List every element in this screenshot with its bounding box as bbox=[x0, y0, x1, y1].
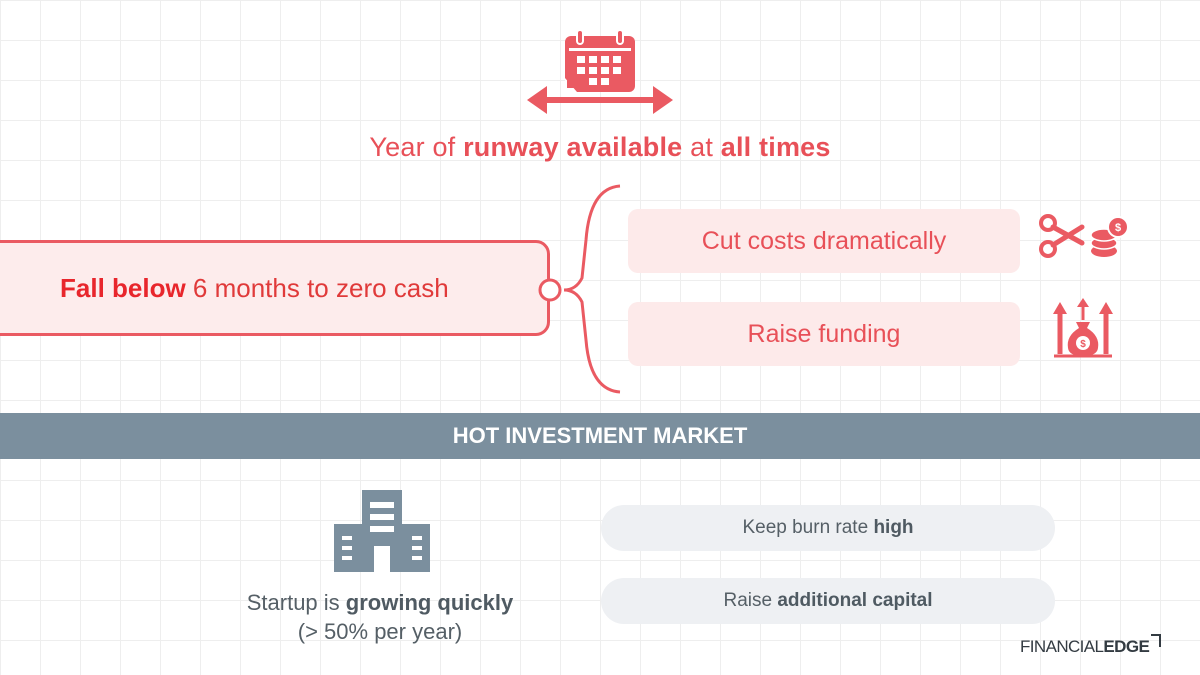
action-raise-funding: Raise funding bbox=[628, 302, 1020, 366]
trigger-text: Fall below 6 months to zero cash bbox=[60, 273, 449, 303]
startup-status: Startup is growing quickly bbox=[246, 590, 514, 615]
financial-edge-logo: FINANCIALEDGE bbox=[1020, 637, 1150, 656]
branch-connector bbox=[538, 184, 621, 394]
runway-headline: Year of runway available at all times bbox=[369, 132, 831, 162]
logo-corner-icon bbox=[1151, 634, 1161, 647]
action-cut-costs: Cut costs dramatically bbox=[628, 209, 1020, 273]
calendar-runway-icon bbox=[527, 29, 673, 114]
response-raise-capital: Raise additional capital bbox=[601, 578, 1055, 624]
svg-text:$: $ bbox=[1115, 222, 1121, 234]
response-burn-rate: Keep burn rate high bbox=[601, 505, 1055, 551]
money-bag-growth-icon: $ bbox=[1053, 298, 1113, 358]
growth-note: (> 50% per year) bbox=[297, 619, 463, 644]
office-building-icon bbox=[334, 490, 430, 572]
trigger-box bbox=[0, 240, 550, 336]
market-banner: HOT INVESTMENT MARKET bbox=[0, 413, 1200, 459]
svg-text:$: $ bbox=[1080, 339, 1086, 350]
scissors-coins-icon: $ bbox=[1039, 214, 1129, 258]
